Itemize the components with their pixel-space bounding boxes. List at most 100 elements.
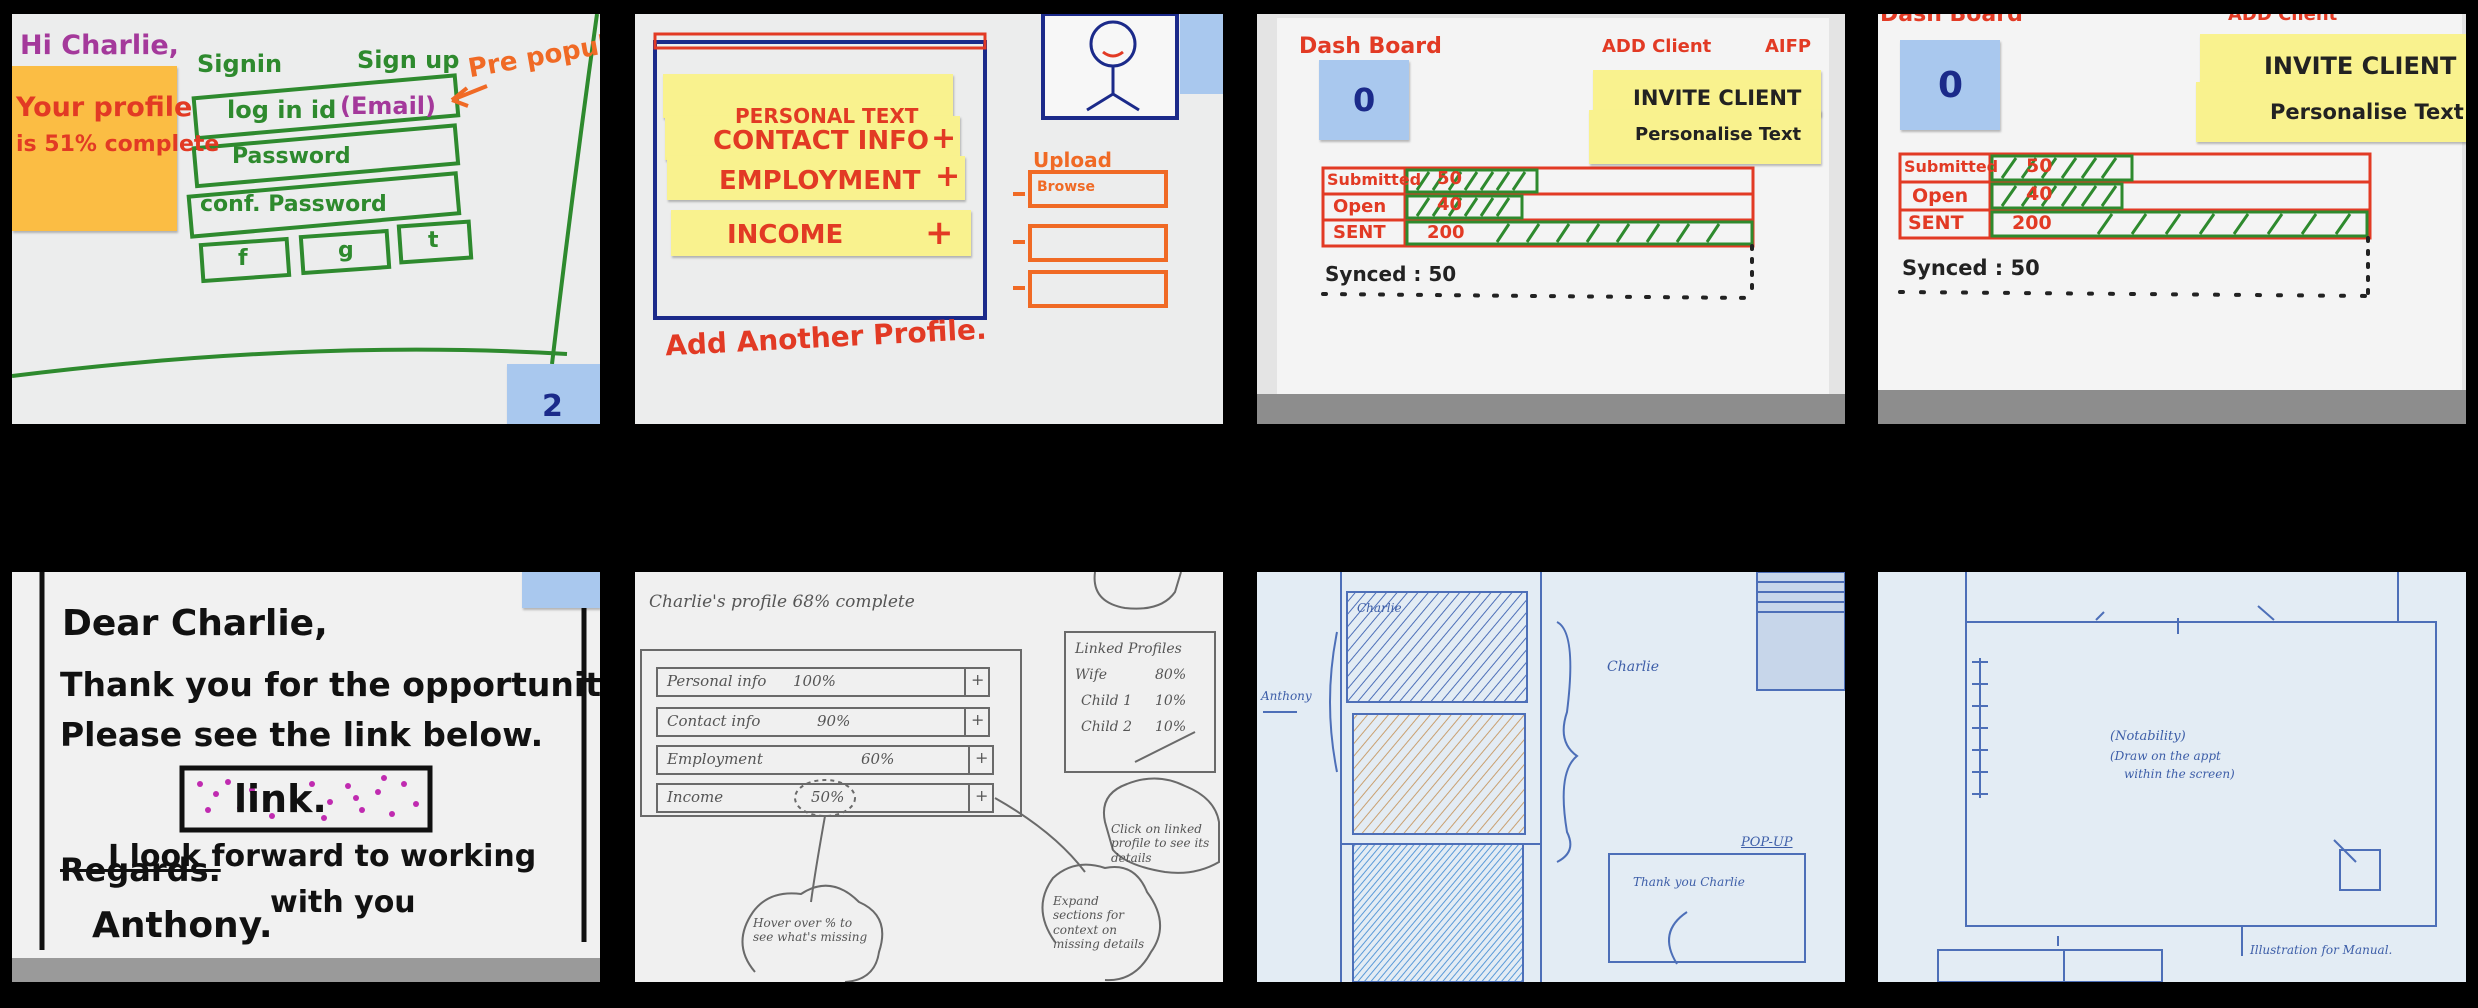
profile-row-personal-plus: + — [971, 670, 985, 689]
aifp-label: AIFP — [1765, 36, 1812, 57]
linked-child1-value: 10% — [1155, 693, 1187, 709]
bubble-hover-percent: Hover over % to see what's missing — [753, 916, 868, 945]
bubble-linked-profile: Click on linked profile to see its detai… — [1111, 822, 1210, 865]
row-sent-label: SENT — [1333, 222, 1386, 243]
email-line-2: Thank you for the opportunity. — [60, 665, 600, 704]
email-closing-2: with you — [270, 885, 416, 920]
tab-income — [671, 210, 971, 256]
panel-signin-sketch: Hi Charlie, Your profile is 51% complete… — [12, 14, 600, 424]
personalise-note — [1589, 110, 1821, 164]
social-button-f: f — [238, 246, 248, 271]
dashboard-title: Dash Board — [1299, 34, 1442, 59]
sticky-line-1: Your profile — [16, 92, 193, 123]
profile-sticky-note — [12, 66, 177, 231]
row-submitted-value: 50 — [1437, 168, 1463, 189]
notability-line-3: within the screen) — [2124, 767, 2235, 781]
row-open-zoom-label: Open — [1912, 185, 1969, 207]
link-dots — [197, 775, 419, 821]
page-number-note — [507, 364, 600, 424]
tab-contact-plus: + — [931, 121, 957, 156]
tab-employment-plus: + — [935, 159, 961, 194]
email-drawing — [12, 572, 600, 982]
profile-row-contact-label: Contact info — [667, 712, 761, 730]
synced-label: Synced : 50 — [1325, 262, 1457, 286]
signup-label: Sign up — [357, 46, 460, 74]
tab-personal — [663, 74, 953, 118]
personalise-zoom-note — [2196, 82, 2466, 142]
profile-row-personal-value: 100% — [793, 672, 836, 690]
personalise-label: Personalise Text — [1635, 124, 1802, 145]
email-line-1: Dear Charlie, — [62, 603, 328, 644]
page-number: 2 — [542, 389, 563, 424]
linked-wife-value: 80% — [1155, 667, 1187, 683]
linked-child1-label: Child 1 — [1081, 693, 1133, 709]
tab-contact — [665, 116, 960, 160]
invite-client-note — [1593, 70, 1821, 116]
profile-complete-title: Charlie's profile 68% complete — [649, 592, 915, 612]
panel-email-sketch: Dear Charlie, Thank you for the opportun… — [12, 572, 600, 982]
email-line-3: Please see the link below. — [60, 715, 544, 754]
tab-personal-label: PERSONAL TEXT — [735, 104, 919, 128]
layout-sketch-drawing — [1257, 572, 1845, 982]
notability-footer: Illustration for Manual. — [2250, 943, 2393, 957]
social-button-g: g — [338, 238, 354, 263]
row-sent-value: 200 — [1427, 222, 1465, 243]
row-open-label: Open — [1333, 196, 1387, 217]
invite-client-zoom-label: INVITE CLIENT — [2264, 52, 2457, 80]
add-client-zoom-label: ADD Client — [2228, 14, 2338, 25]
email-label: (Email) — [340, 92, 436, 120]
linked-child2-label: Child 2 — [1081, 719, 1133, 735]
tab-income-label: INCOME — [727, 220, 844, 250]
email-regards: Regards. — [60, 851, 221, 889]
panel-notability-sketch: (Notability) (Draw on the appt within th… — [1878, 572, 2466, 982]
linked-profiles-title: Linked Profiles — [1075, 641, 1182, 657]
tab-employment — [667, 156, 965, 200]
profile-row-employment-plus: + — [975, 748, 989, 767]
tab-employment-label: EMPLOYMENT — [719, 166, 921, 196]
profile-row-personal-label: Personal info — [667, 672, 767, 690]
layout-label-popup: POP-UP — [1741, 835, 1793, 850]
personalise-zoom-label: Personalise Text — [2270, 100, 2464, 124]
dashboard-number-note — [1319, 60, 1409, 140]
email-link: link. — [234, 777, 327, 821]
panel-layout-sketch: Charlie Anthony Charlie POP-UP Thank you… — [1257, 572, 1845, 982]
dashboard-zoom-number-note — [1900, 40, 2000, 130]
profile-row-contact-plus: + — [971, 710, 985, 729]
profile-row-income-value: 50% — [811, 788, 845, 806]
profile-complete-drawing — [635, 572, 1223, 982]
panel-dashboard-zoom-sketch: 0 Dash Board ADD Client INVITE CLIENT Pe… — [1878, 14, 2466, 424]
row-sent-zoom-label: SENT — [1908, 212, 1964, 234]
row-submitted-zoom-value: 50 — [2026, 155, 2053, 177]
social-button-t: t — [428, 228, 439, 253]
row-sent-zoom-value: 200 — [2012, 212, 2052, 234]
dashboard-zoom-number: 0 — [1938, 65, 1964, 106]
synced-zoom-label: Synced : 50 — [1902, 256, 2040, 280]
upload-label: Upload — [1033, 148, 1112, 172]
conf-password-field: conf. Password — [200, 192, 387, 217]
browse-label: Browse — [1037, 179, 1095, 195]
login-id-field: log in id — [227, 96, 337, 124]
tab-income-plus: + — [925, 213, 954, 253]
row-submitted-label: Submitted — [1327, 170, 1422, 189]
dashboard-zoom-title: Dash Board — [1880, 14, 2023, 27]
tab-contact-label: CONTACT INFO — [713, 126, 929, 156]
row-open-value: 40 — [1437, 194, 1463, 215]
profile-row-contact-value: 90% — [817, 712, 851, 730]
layout-label-charlie-side: Charlie — [1607, 659, 1660, 675]
layout-label-anthony: Anthony — [1261, 689, 1312, 703]
panel-profile-tabs-sketch: PERSONAL TEXT CONTACT INFO + EMPLOYMENT … — [635, 14, 1223, 424]
panel-profile-complete-sketch: Charlie's profile 68% complete Personal … — [635, 572, 1223, 982]
email-closing-1: I look forward to working — [108, 839, 537, 874]
notability-drawing — [1878, 572, 2466, 982]
row-open-zoom-value: 40 — [2026, 183, 2053, 205]
layout-label-charlie-top: Charlie — [1357, 601, 1402, 615]
sticky-line-2: is 51% complete — [16, 132, 220, 157]
greeting-text: Hi Charlie, — [20, 30, 179, 61]
notability-line-2: (Draw on the appt — [2110, 749, 2221, 763]
email-corner-note — [522, 572, 600, 608]
linked-child2-value: 10% — [1155, 719, 1187, 735]
profile-row-employment-value: 60% — [861, 750, 895, 768]
email-signature: Anthony. — [92, 905, 273, 946]
notability-line-1: (Notability) — [2110, 729, 2186, 744]
dashboard-number: 0 — [1353, 81, 1376, 119]
